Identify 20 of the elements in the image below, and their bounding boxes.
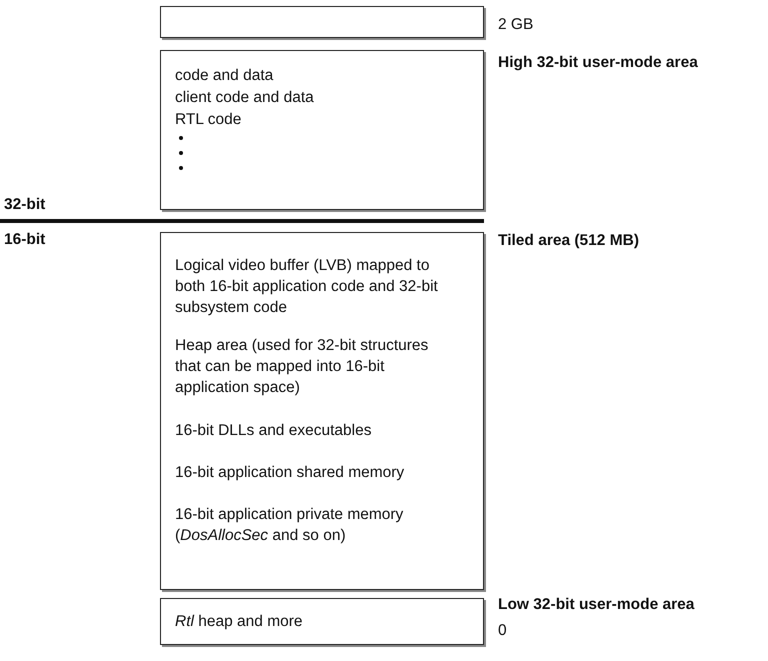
region-name: Tiled area (512 MB) <box>498 232 639 250</box>
address-label: 2 GB <box>498 16 534 34</box>
region-name: Low 32-bit user-mode area <box>498 596 694 614</box>
bitness-label: 16-bit <box>4 231 46 249</box>
region-text: Logical video buffer (LVB) mapped to both 16-bit application code and 32-bit subsystem code <box>175 256 439 318</box>
region-text: 16-bit application shared memory <box>175 463 406 483</box>
region-text: 16-bit application private memory (DosAllocSec and so on) <box>175 505 404 546</box>
memory-region-box <box>160 232 484 590</box>
region-text: code and data <box>175 66 274 86</box>
memory-region-box <box>160 598 484 645</box>
memory-region-box <box>160 50 484 210</box>
memory-region-box <box>160 6 484 38</box>
region-text: Rtl heap and more <box>175 612 304 632</box>
region-text: RTL code <box>175 110 242 130</box>
bitness-label: 32-bit <box>4 196 46 214</box>
region-text: 16-bit DLLs and executables <box>175 421 372 441</box>
region-text: Heap area (used for 32-bit structures that can be mapped into 16-bit application space) <box>175 336 430 398</box>
address-label: 0 <box>498 622 507 640</box>
region-name: High 32-bit user-mode area <box>498 54 698 72</box>
region-text: client code and data <box>175 88 315 108</box>
